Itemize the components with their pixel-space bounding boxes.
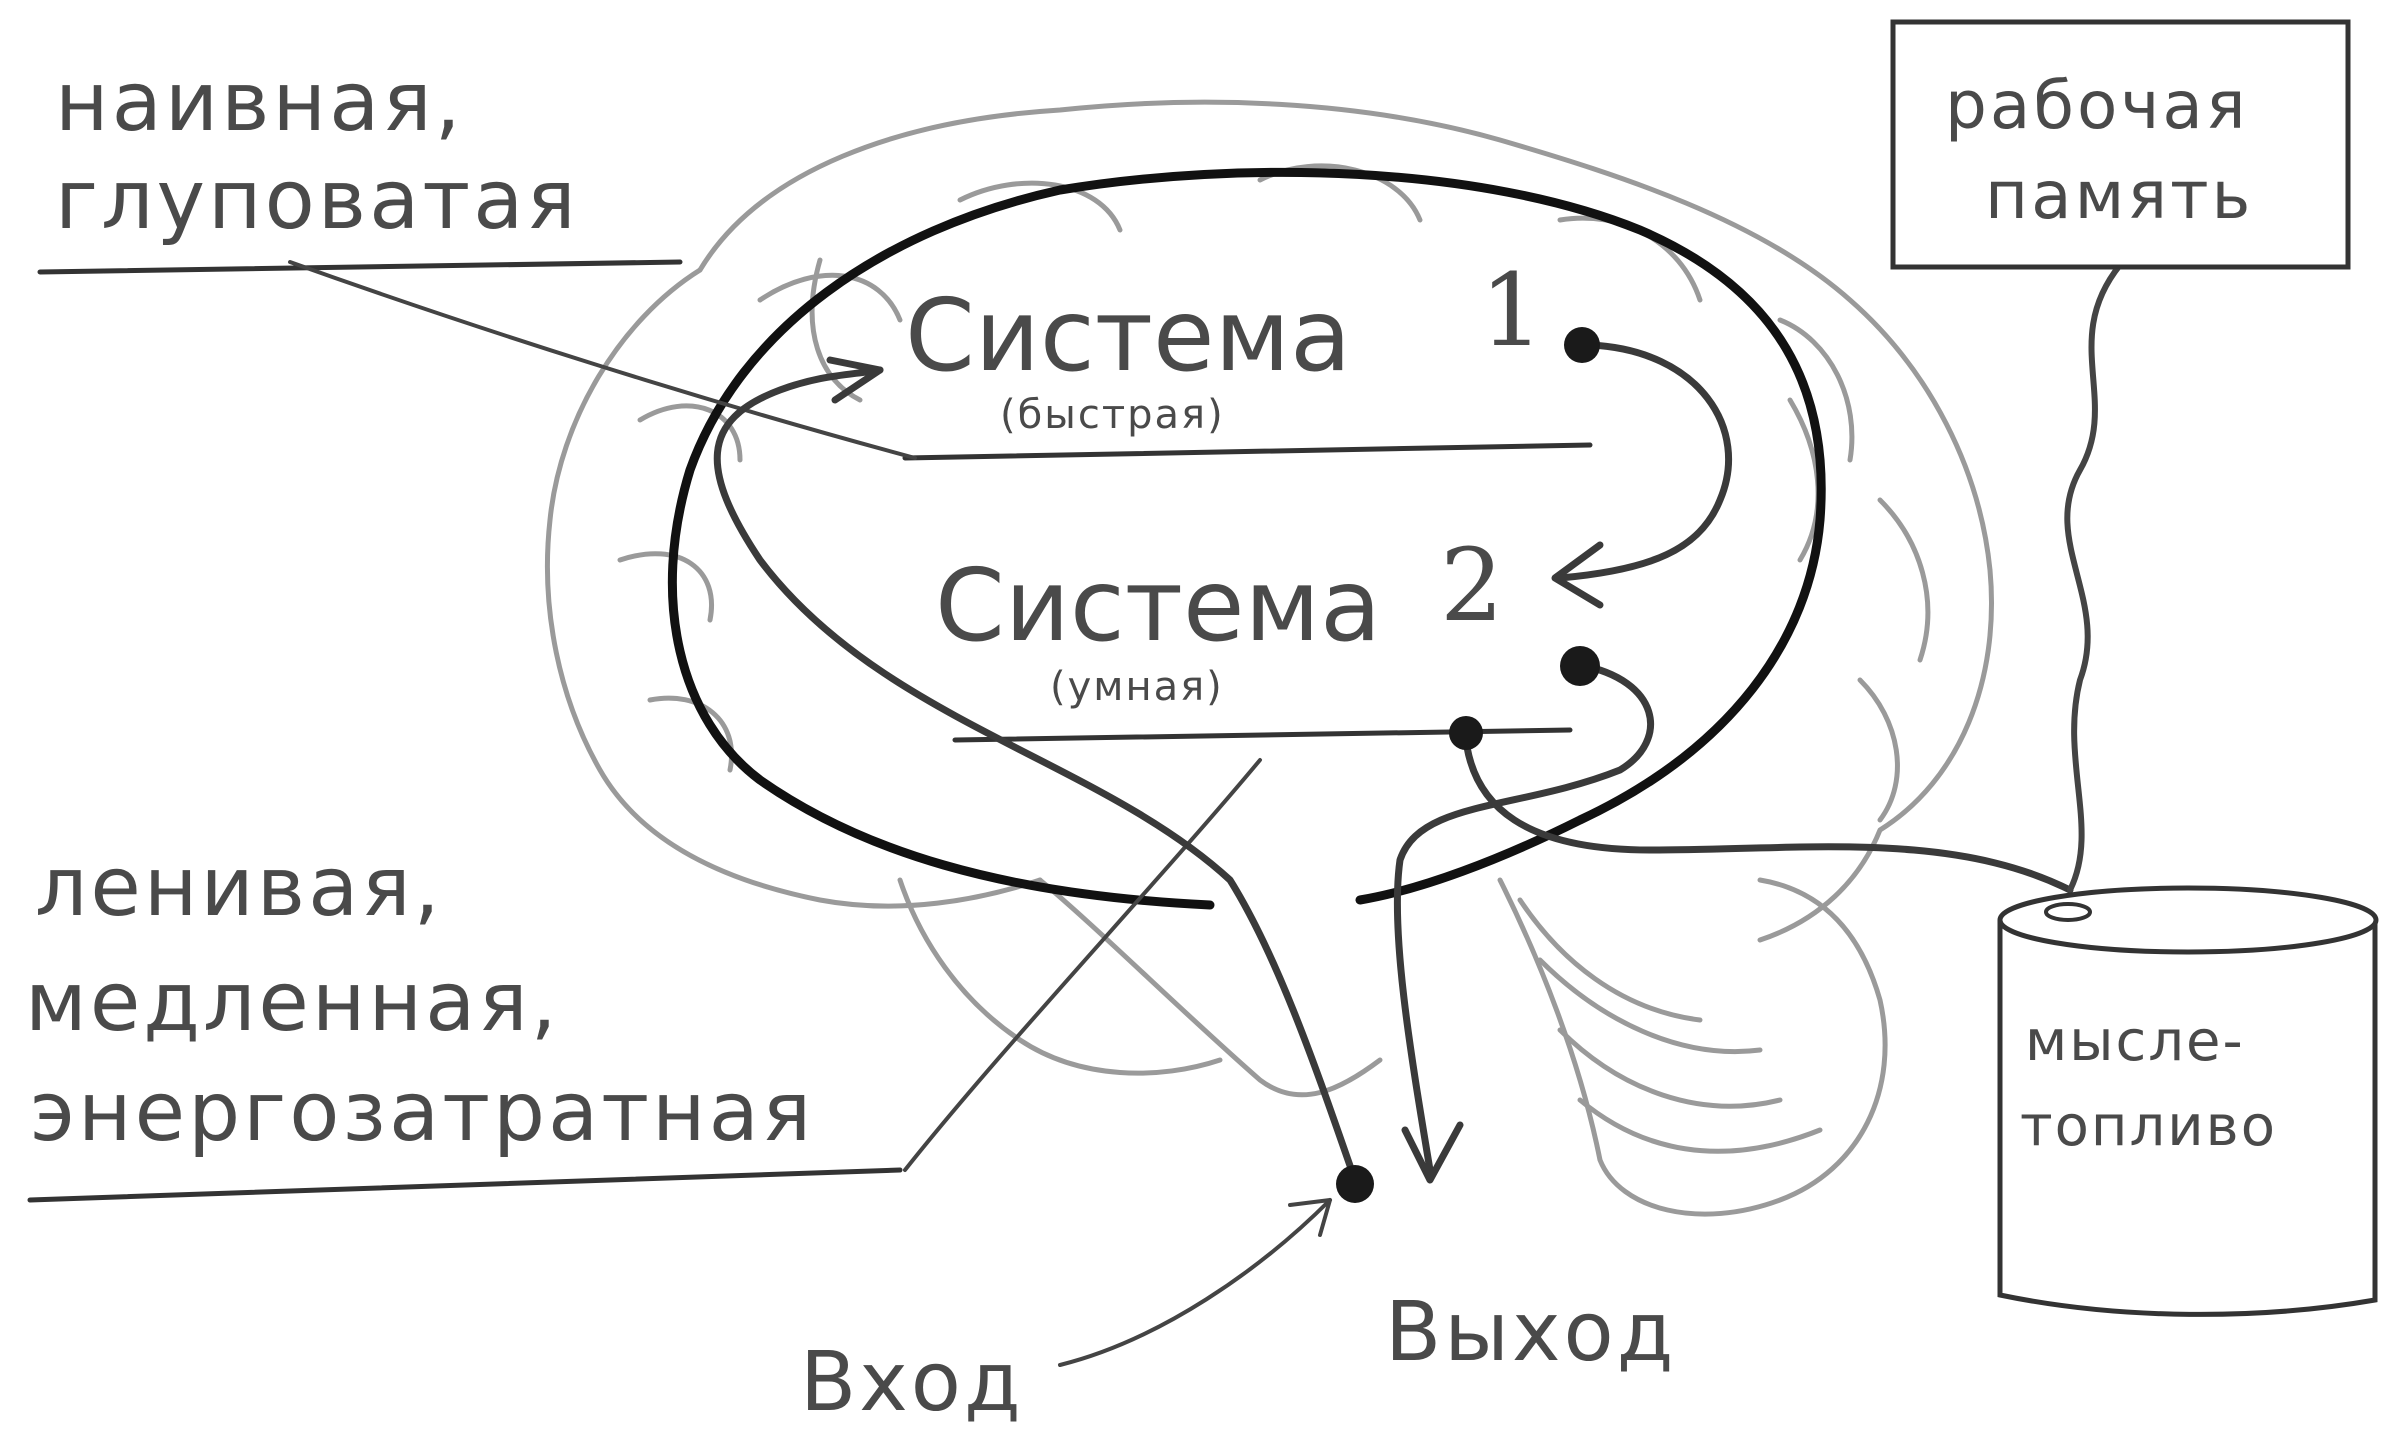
system2-title: Система [935,547,1381,664]
output-path [1397,665,1650,1170]
working-memory-label-line2: память [1985,157,2253,234]
memory-link [2067,265,2120,890]
fuel-label-line2: топливо [2020,1094,2277,1159]
fuel-link [1465,730,2070,890]
input-dot [1336,1165,1374,1203]
system2-dot [1560,646,1600,686]
input-path [717,370,1355,1180]
system1-number: 1 [1480,252,1544,369]
system2-underline-dot [1449,716,1483,750]
input-label: Вход [800,1335,1024,1430]
naive-underline [40,262,680,272]
lazy-underline [30,1170,900,1200]
input-pointer [1060,1200,1330,1365]
system1-subtitle: (быстрая) [1000,392,1225,438]
lazy-label-line2: медленная, [25,955,560,1050]
system2-number: 2 [1440,527,1504,644]
lazy-label-line3: энергозатратная [30,1065,814,1160]
output-label: Выход [1385,1285,1676,1380]
system1-dot [1564,327,1600,363]
output-arrowhead [1405,1125,1460,1180]
system1-title: Система [905,277,1351,394]
arrow-system1-to-system2 [1560,345,1729,578]
lazy-label-line1: ленивая, [35,840,443,935]
lazy-leader-line [905,760,1260,1170]
working-memory-label-line1: рабочая [1945,67,2249,144]
naive-label-line1: наивная, [55,55,464,150]
fuel-label-line1: мысле- [2025,1009,2245,1074]
system2-subtitle: (умная) [1050,664,1224,710]
system1-underline [905,445,1590,458]
naive-label-line2: глуповатая [55,153,579,248]
